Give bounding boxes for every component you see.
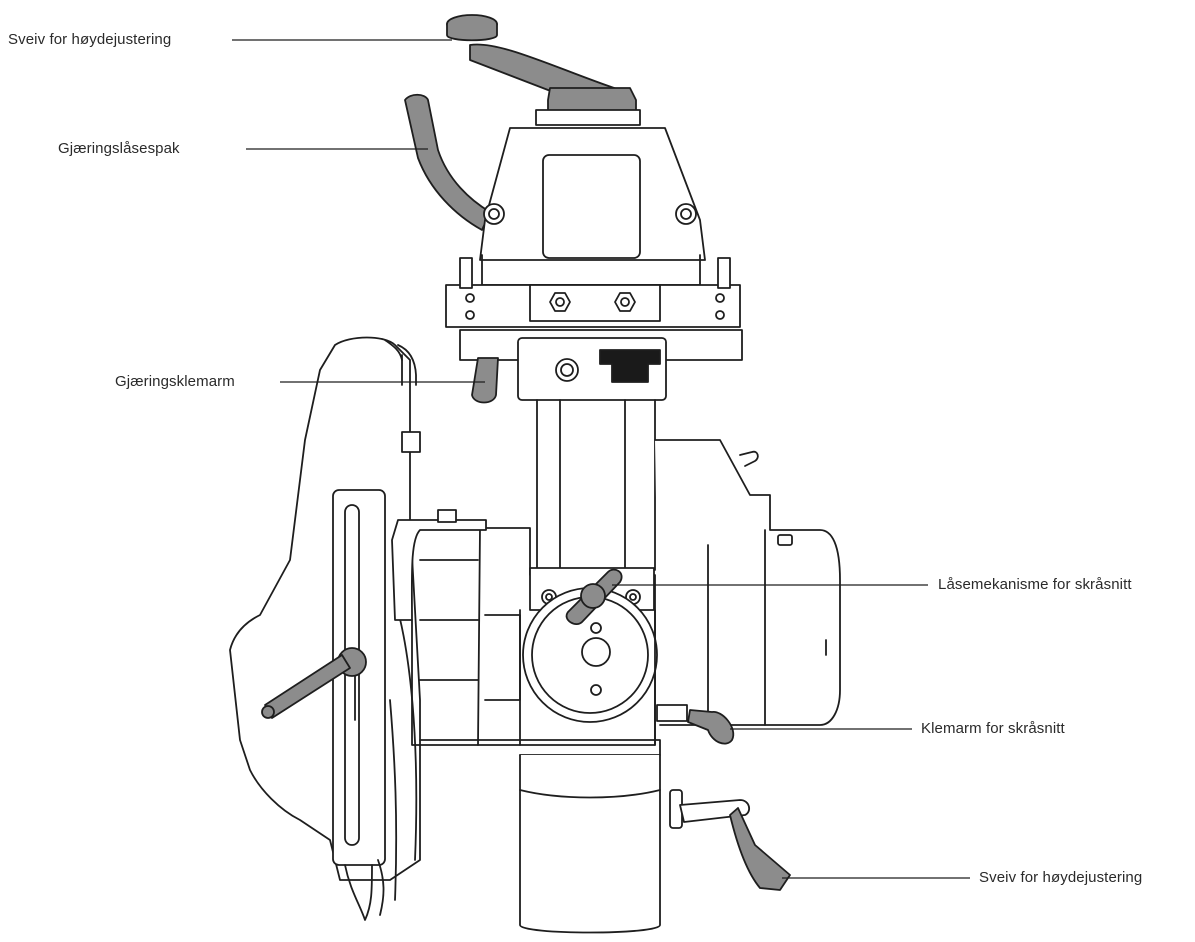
label-height-crank-top: Sveiv for høydejustering [8,31,172,48]
label-bevel-lock: Låsemekanisme for skråsnitt [938,576,1132,593]
miter-lock-lever-icon [404,93,491,231]
lower-column [519,754,661,934]
bevel-housing [477,527,661,756]
label-bevel-clamp-arm: Klemarm for skråsnitt [921,720,1065,737]
bevel-clamp-arm-icon [656,704,735,745]
miter-clamp-arm-icon [471,357,499,404]
bottom-crank-icon [669,789,791,891]
blade-guard [229,336,421,921]
column-block [517,337,667,571]
bevel-lock-icon [565,568,623,625]
motor-bracket [391,509,487,746]
label-height-crank-bottom: Sveiv for høydejustering [979,869,1143,886]
label-miter-clamp-arm: Gjæringsklemarm [115,373,235,390]
leader-lines [232,39,970,879]
motor-housing [654,439,841,726]
upper-housing [479,109,706,286]
top-crank-icon [446,14,637,113]
label-miter-lock-lever: Gjæringslåsespak [58,140,180,157]
